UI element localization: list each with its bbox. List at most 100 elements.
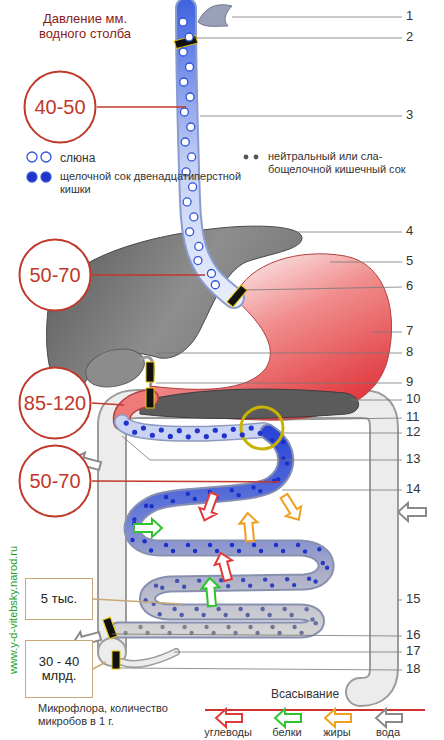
intestinal-juice-dot (325, 566, 329, 570)
intestinal-juice-dot (172, 607, 176, 611)
intestinal-juice-dot (277, 631, 281, 635)
alkaline-juice-dot (186, 492, 190, 496)
saliva-bubble (180, 78, 188, 86)
alkaline-juice-dot (230, 488, 234, 492)
intestinal-juice-dot (292, 625, 296, 629)
absorption-arrow (212, 551, 237, 583)
callout-leader (194, 38, 402, 39)
saliva-bubble (211, 281, 219, 289)
illustration-part (227, 285, 247, 307)
legend-text: нейтральный или сла- бощелочной кишечный… (268, 150, 418, 175)
alkaline-juice-dot (142, 539, 146, 543)
legend-swatch (240, 150, 264, 164)
alkaline-juice-dot (258, 489, 262, 493)
intestinal-juice-dot (241, 578, 245, 582)
saliva-bubble (179, 48, 187, 56)
saliva-bubble (180, 108, 188, 116)
intestinal-juice-dot (267, 613, 271, 617)
absorption-arrow (239, 512, 259, 541)
pressure-circle: 50-70 (18, 238, 92, 312)
legend-text: белки (262, 726, 312, 739)
intestinal-juice-dot (179, 613, 183, 617)
absorption-arrow (134, 519, 162, 537)
intestinal-juice-dot (310, 617, 314, 621)
intestinal-juice-dot (194, 607, 198, 611)
callout-leader (174, 652, 402, 653)
legend-swatch (274, 711, 302, 725)
alkaline-juice-dot (240, 432, 245, 437)
alkaline-juice-dot (231, 427, 236, 432)
alkaline-juice-dot (208, 543, 212, 547)
intestinal-juice-dot (282, 607, 286, 611)
saliva-bubble (186, 228, 194, 236)
callout-leader (372, 332, 402, 333)
absorption-heading: Всасывание (245, 688, 365, 702)
intestinal-juice-dot (285, 577, 289, 581)
alkaline-juice-dot (193, 549, 197, 553)
intestinal-juice-dot (138, 625, 142, 629)
alkaline-juice-dot (195, 428, 200, 433)
tube-contents (123, 18, 329, 635)
legend-text: слюна (60, 152, 180, 166)
callout-leader (122, 436, 402, 460)
legend-swatch (324, 711, 352, 725)
callout-number: 13 (406, 452, 440, 467)
colon-body (112, 404, 384, 692)
alkaline-juice-dot (164, 495, 168, 499)
callout-number: 1 (406, 9, 440, 24)
small-intestine-outline (118, 432, 326, 630)
illustration-part (112, 651, 120, 669)
saliva-bubble (186, 93, 194, 101)
saliva-bubble (27, 152, 37, 162)
saliva-bubble (183, 198, 191, 206)
intestinal-juice-dot (317, 547, 321, 551)
intestinal-juice-dot (248, 584, 252, 588)
legend-rule (205, 709, 425, 711)
circle-shape (20, 368, 91, 439)
alkaline-juice-dot (213, 428, 218, 433)
callout-leader (232, 17, 402, 18)
saliva-bubble (186, 63, 194, 71)
appendix-outline (122, 652, 176, 664)
intestinal-juice-dot (201, 613, 205, 617)
callout-leader (298, 232, 402, 233)
saliva-bubble (189, 183, 197, 191)
intestinal-juice-dot (292, 583, 296, 587)
alkaline-juice-dot (204, 434, 209, 439)
alkaline-juice-dot (164, 543, 168, 547)
intestinal-juice-dot (263, 577, 267, 581)
intestinal-juice-dot (289, 613, 293, 617)
small-intestine (118, 432, 326, 630)
alkaline-juice-dot (141, 425, 146, 430)
illustration-part (146, 362, 154, 382)
callout-leader (200, 116, 402, 117)
intestinal-juice-dot (223, 613, 227, 617)
circle-shape (20, 446, 91, 517)
callout-number: 3 (406, 108, 440, 123)
alkaline-juice-dot (222, 433, 227, 438)
intestinal-juice-dot (296, 543, 300, 547)
absorption-arrow (276, 491, 306, 524)
callout-leader (398, 600, 402, 601)
callout-leader (112, 634, 402, 636)
intestinal-juice-dot (274, 543, 278, 547)
alkaline-juice-dot (149, 548, 153, 552)
intestinal-juice-dot (204, 625, 208, 629)
alkaline-juice-dot (41, 172, 51, 182)
sphincter (146, 362, 154, 382)
callout-leader (330, 262, 402, 263)
illustration-part (103, 617, 117, 639)
intestinal-juice-dot (182, 625, 186, 629)
saliva-bubble (190, 213, 198, 221)
alkaline-juice-dot (132, 517, 136, 521)
legend-text: углеводы (198, 726, 258, 739)
alkaline-juice-dot (276, 477, 280, 481)
pressure-value: 40-50 (34, 96, 85, 118)
callout-leader (283, 418, 402, 420)
intestinal-juice-dot (160, 625, 164, 629)
alkaline-juice-dot (258, 431, 263, 436)
alkaline-juice-dot (132, 430, 137, 435)
alkaline-juice-dot (285, 461, 289, 465)
intestinal-juice-dot (175, 579, 179, 583)
